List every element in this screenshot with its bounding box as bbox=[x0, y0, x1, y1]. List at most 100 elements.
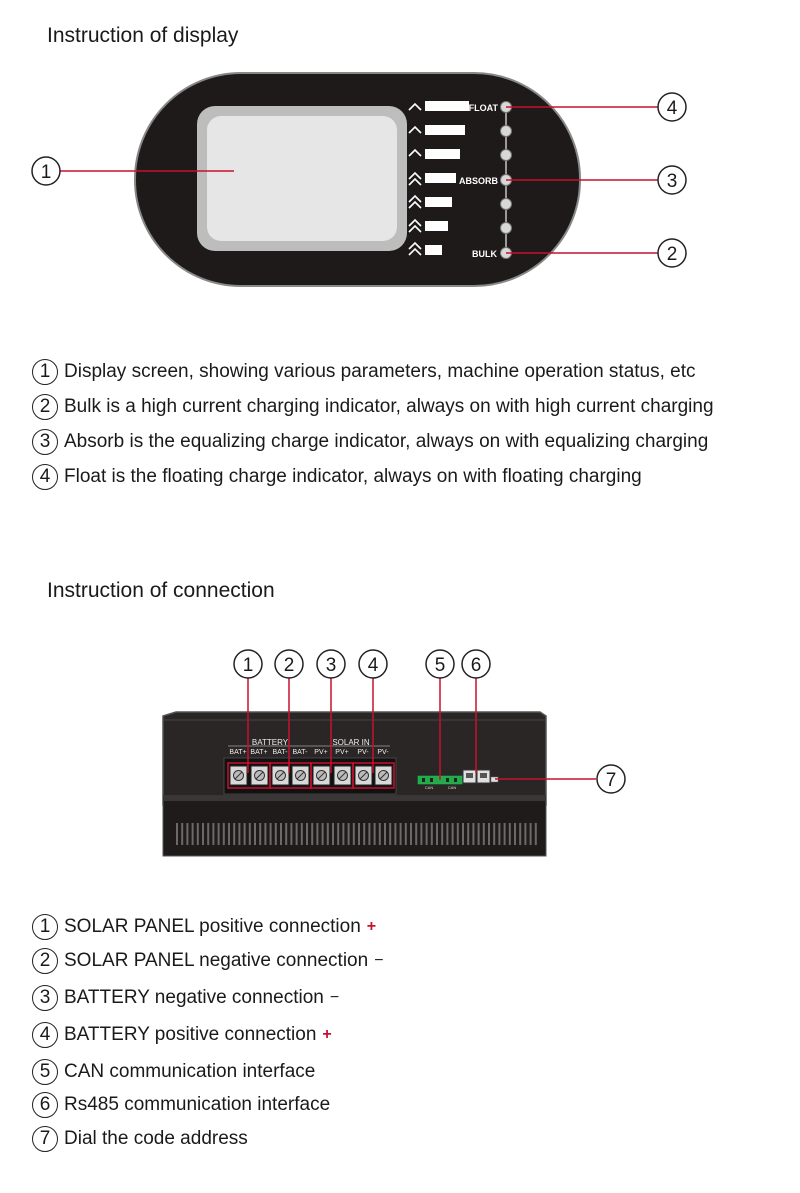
connection-legend-item: 2 SOLAR PANEL negative connection − bbox=[32, 948, 384, 974]
legend-text: Display screen, showing various paramete… bbox=[64, 361, 696, 382]
vent-slot bbox=[358, 823, 360, 845]
callout-number: 4 bbox=[667, 98, 678, 119]
display-screen bbox=[207, 116, 397, 241]
legend-number: 3 bbox=[32, 985, 58, 1011]
vent-slot bbox=[477, 823, 480, 845]
battery-group-label: BATTERY bbox=[252, 738, 289, 747]
vent-slot bbox=[259, 823, 262, 845]
chevron-up-icon bbox=[408, 200, 422, 209]
vent-slot bbox=[321, 823, 324, 845]
level-bar bbox=[425, 125, 465, 135]
vent-slot bbox=[332, 823, 334, 845]
vent-slot bbox=[467, 823, 470, 845]
legend-text: Bulk is a high current charging indicato… bbox=[64, 396, 714, 417]
chevron-up-icon bbox=[408, 194, 422, 203]
can-label: CAN bbox=[448, 785, 457, 790]
legend-number: 5 bbox=[32, 1059, 58, 1085]
legend-text: SOLAR PANEL negative connection bbox=[64, 950, 369, 971]
legend-text: Float is the floating charge indicator, … bbox=[64, 466, 642, 487]
vent-slot bbox=[503, 823, 506, 845]
level-bar bbox=[425, 221, 448, 231]
terminal-label: PV- bbox=[377, 749, 389, 756]
legend-text: Absorb is the equalizing charge indicato… bbox=[64, 431, 709, 452]
vent-slot bbox=[488, 823, 490, 845]
absorb-label: ABSORB bbox=[459, 176, 499, 186]
vent-slot bbox=[285, 823, 288, 845]
vent-slot bbox=[451, 823, 454, 845]
display-panel-diagram: FLOAT ABSORB BULK 1 2 3 4 bbox=[31, 72, 687, 287]
vent-slot bbox=[352, 823, 355, 845]
chevron-up-icon bbox=[408, 102, 422, 111]
vent-slot bbox=[410, 823, 412, 845]
level-bar bbox=[425, 173, 456, 183]
terminal-label: PV+ bbox=[335, 749, 348, 756]
vent-slot bbox=[191, 823, 194, 845]
display-section-title: Instruction of display bbox=[47, 24, 239, 47]
vent-slot bbox=[326, 823, 329, 845]
chevron-up-icon bbox=[408, 218, 422, 227]
vent-slot bbox=[498, 823, 501, 845]
level-bar bbox=[425, 149, 460, 159]
callout-circle bbox=[596, 764, 626, 794]
legend-text: Dial the code address bbox=[64, 1128, 248, 1149]
vent-slot bbox=[290, 823, 293, 845]
legend-text: Rs485 communication interface bbox=[64, 1094, 331, 1115]
vent-slot bbox=[436, 823, 438, 845]
callout-number: 2 bbox=[284, 655, 295, 676]
vent-slot bbox=[186, 823, 189, 845]
vent-slot bbox=[311, 823, 314, 845]
vent-slot bbox=[529, 823, 532, 845]
terminal-label: BAT- bbox=[292, 749, 308, 756]
vent-slot bbox=[347, 823, 350, 845]
vent-slot bbox=[243, 823, 246, 845]
callout-circle bbox=[657, 238, 687, 268]
legend-number: 7 bbox=[32, 1126, 58, 1152]
legend-number: 2 bbox=[32, 394, 58, 420]
vent-slot bbox=[420, 823, 423, 845]
callout-number: 3 bbox=[667, 171, 678, 192]
float-label: FLOAT bbox=[469, 103, 499, 113]
vent-slot bbox=[254, 823, 256, 845]
level-bar bbox=[425, 245, 442, 255]
vent-slot bbox=[534, 823, 537, 845]
level-indicator-bars bbox=[408, 101, 469, 256]
display-legend-item: 3 Absorb is the equalizing charge indica… bbox=[32, 429, 708, 455]
terminal-screws bbox=[229, 765, 393, 786]
chevron-up-icon bbox=[408, 177, 422, 186]
vent-slot bbox=[337, 823, 340, 845]
vent-slot bbox=[274, 823, 277, 845]
status-led-column bbox=[500, 101, 512, 259]
legend-text: BATTERY positive connection bbox=[64, 1024, 317, 1045]
vent-slot bbox=[207, 823, 210, 845]
callout-circle bbox=[461, 649, 491, 679]
callout-number: 2 bbox=[667, 244, 678, 265]
vent-slot bbox=[233, 823, 236, 845]
legend-number: 3 bbox=[32, 429, 58, 455]
connection-legend-item: 7 Dial the code address bbox=[32, 1126, 248, 1152]
terminal-label: BAT- bbox=[272, 749, 288, 756]
vent-slot bbox=[519, 823, 522, 845]
display-legend-item: 1 Display screen, showing various parame… bbox=[32, 359, 696, 385]
vent-slot bbox=[176, 823, 178, 845]
vent-slot bbox=[248, 823, 251, 845]
callout-number: 6 bbox=[471, 655, 482, 676]
vent-slot bbox=[217, 823, 220, 845]
level-bar bbox=[425, 197, 452, 207]
vent-slot bbox=[524, 823, 527, 845]
connection-legend-item: 1 SOLAR PANEL positive connection + bbox=[32, 914, 376, 940]
vent-slot bbox=[415, 823, 418, 845]
vent-slot bbox=[238, 823, 241, 845]
negative-mark: − bbox=[374, 952, 384, 969]
chevron-up-icon bbox=[408, 224, 422, 233]
vent-slot bbox=[482, 823, 485, 845]
vent-slot bbox=[441, 823, 444, 845]
vent-slot bbox=[280, 823, 282, 845]
callout-circle bbox=[657, 92, 687, 122]
connection-legend-item: 5 CAN communication interface bbox=[32, 1059, 315, 1085]
callout-number: 3 bbox=[326, 655, 337, 676]
solar-group-label: SOLAR IN bbox=[332, 738, 370, 747]
legend-number: 1 bbox=[32, 359, 58, 385]
bulk-label: BULK bbox=[472, 249, 497, 259]
vent-slot bbox=[181, 823, 184, 845]
can-label: CAN bbox=[425, 785, 434, 790]
